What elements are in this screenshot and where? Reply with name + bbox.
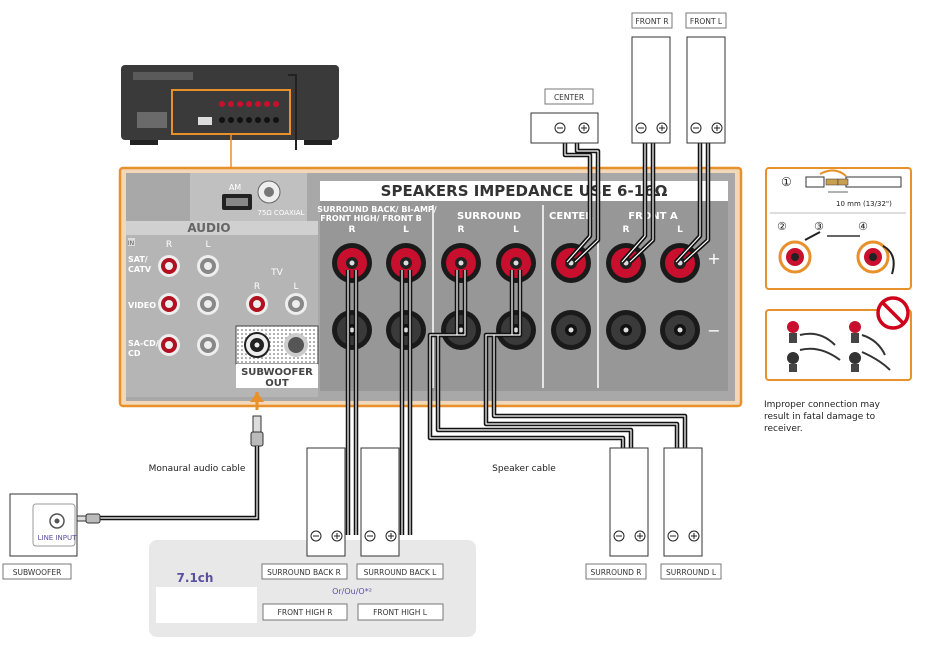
subwoofer: LINE INPUT SUBWOOFER xyxy=(2,493,78,580)
speaker-cable-label: Speaker cable xyxy=(492,464,556,474)
speaker-surround-back-l: SURROUND BACK L FRONT HIGH L xyxy=(356,447,444,621)
speaker-surround-r: SURROUND R xyxy=(585,447,649,580)
step-4: ④ xyxy=(858,220,868,233)
or-label: Or/Ou/O*² xyxy=(332,587,372,596)
plus-sign: + xyxy=(707,249,720,268)
sb-col-r: R xyxy=(349,225,356,235)
terminals-negative xyxy=(332,310,700,350)
step-3: ③ xyxy=(814,220,824,233)
audio-col-r: R xyxy=(166,240,172,250)
in-label: IN xyxy=(128,240,134,247)
config-blank-box xyxy=(156,587,257,623)
minus-sign: − xyxy=(707,321,720,340)
tv-label: TV xyxy=(270,268,283,278)
surround-back-label-2: FRONT HIGH/ FRONT B xyxy=(320,214,421,223)
subwoofer-out-label: SUBWOOFER xyxy=(241,367,313,378)
line-input-label: LINE INPUT xyxy=(38,534,77,542)
subwoofer-label: SUBWOOFER xyxy=(13,568,62,577)
sacd-label: SA-CD/ xyxy=(128,339,159,348)
monaural-cable xyxy=(75,392,264,524)
sur-col-r: R xyxy=(458,225,465,235)
tv-col-l: L xyxy=(293,282,298,292)
surround-back-label: SURROUND BACK/ BI-AMP/ xyxy=(317,205,436,214)
rca-jacks xyxy=(158,255,307,356)
video-label: VIDEO xyxy=(128,301,156,310)
speaker-surround-l: SURROUND L xyxy=(660,447,722,580)
speaker-front-r: FRONT R xyxy=(631,12,673,144)
step-1: ① xyxy=(781,175,792,189)
front-r-label: FRONT R xyxy=(635,17,668,26)
speaker-surround-back-r: SURROUND BACK R FRONT HIGH R xyxy=(261,447,348,621)
front-l-label: FRONT L xyxy=(690,17,723,26)
front-high-r-label: FRONT HIGH R xyxy=(278,608,333,617)
tv-col-r: R xyxy=(254,282,260,292)
surround-l-label: SURROUND L xyxy=(666,568,717,577)
measure-label: 10 mm (13/32") xyxy=(836,200,892,208)
speaker-center: CENTER xyxy=(530,88,599,144)
speaker-front-l: FRONT L xyxy=(685,12,727,144)
prohibited-icon xyxy=(876,296,910,330)
subwoofer-out-label-2: OUT xyxy=(265,378,289,389)
sat-label: SAT/ xyxy=(128,255,148,264)
step-2: ② xyxy=(777,220,787,233)
cd-label: CD xyxy=(128,349,141,358)
am-label: AM xyxy=(229,183,241,192)
warning-line-1: Improper connection may xyxy=(764,400,881,410)
fa-col-r: R xyxy=(623,225,630,235)
surround-r-label: SURROUND R xyxy=(590,568,641,577)
config-label: 7.1ch xyxy=(177,571,214,585)
sur-col-l: L xyxy=(513,225,519,235)
speakers-panel-title: SPEAKERS IMPEDANCE USE 6-16Ω xyxy=(381,182,668,200)
coaxial-label: 75Ω COAXIAL xyxy=(257,209,304,217)
center-speaker-label: CENTER xyxy=(554,93,584,102)
sb-col-l: L xyxy=(403,225,409,235)
surround-back-r-label: SURROUND BACK R xyxy=(267,568,341,577)
audio-title: AUDIO xyxy=(187,221,230,235)
center-label: CENTER xyxy=(549,211,593,222)
subwoofer-out: SUBWOOFER OUT xyxy=(235,325,319,389)
front-high-l-label: FRONT HIGH L xyxy=(373,608,428,617)
warning-panel xyxy=(765,296,912,381)
fa-col-l: L xyxy=(677,225,683,235)
warning-line-2: result in fatal damage to xyxy=(764,412,876,422)
surround-back-l-label: SURROUND BACK L xyxy=(364,568,438,577)
receiver-thumbnail xyxy=(121,65,339,168)
monaural-cable-label: Monaural audio cable xyxy=(149,464,246,474)
warning-line-3: receiver. xyxy=(764,424,803,434)
surround-label: SURROUND xyxy=(457,211,521,222)
receiver-back-panel: AM 75Ω COAXIAL AUDIO IN R L SAT/ CATV VI… xyxy=(118,166,743,408)
catv-label: CATV xyxy=(128,265,152,274)
wire-prep-panel: ① 10 mm (13/32") ② ③ ④ xyxy=(765,167,912,290)
audio-col-l: L xyxy=(205,240,210,250)
speaker-cables xyxy=(345,130,711,535)
